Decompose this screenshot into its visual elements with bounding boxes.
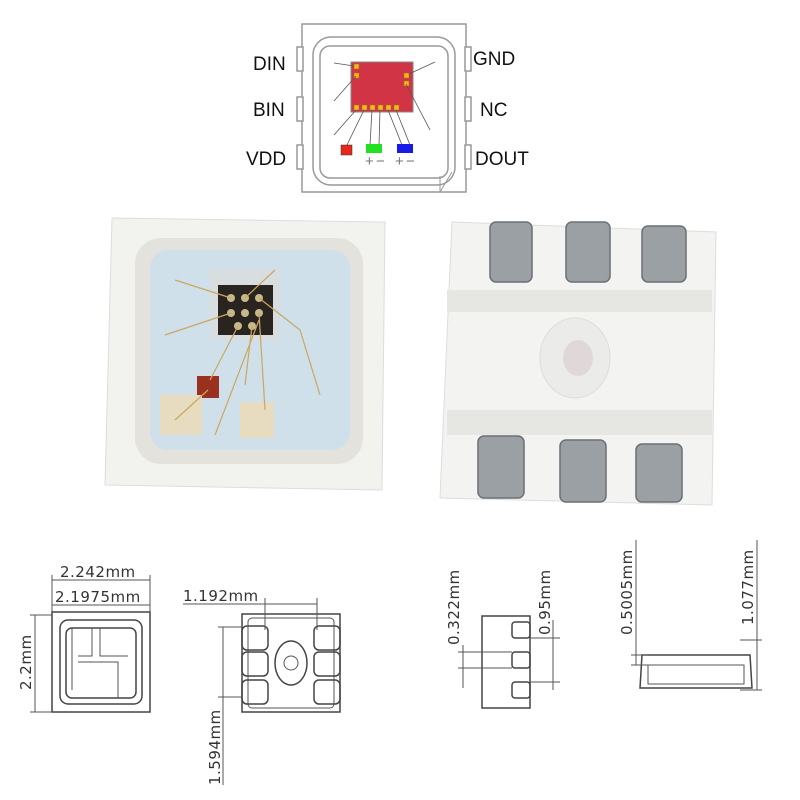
dim-inner-width: 2.1975mm [55, 588, 141, 606]
blue-led-die [397, 144, 413, 153]
chip-pads [353, 63, 410, 111]
dim-outer-width: 2.242mm [60, 563, 136, 581]
pin-label-dout: DOUT [475, 149, 529, 170]
dim-front-pad: 0.5005mm [618, 549, 636, 635]
pinout-diagram: + − + − DIN BIN VDD GND NC DOUT [246, 23, 529, 193]
bottom-view-drawing: 1.192mm 1.594mm [183, 587, 341, 785]
solder-pads [477, 221, 687, 503]
led-bottom-photo [439, 221, 717, 506]
top-view-drawing: 2.242mm 2.1975mm 2.2mm [17, 563, 151, 713]
front-view-drawing: 0.5005mm 1.077mm [618, 540, 762, 691]
dim-side-pad: 0.322mm [445, 569, 463, 645]
minus-mark: − [376, 153, 385, 170]
driver-chip [350, 61, 414, 113]
plus-mark: + [365, 153, 374, 170]
dim-side-total: 0.95mm [536, 569, 554, 635]
green-led-die [366, 144, 382, 153]
red-led-die [340, 144, 353, 156]
pin-label-nc: NC [480, 100, 507, 121]
pin-label-din: DIN [253, 54, 286, 75]
plus-mark: + [395, 153, 404, 170]
red-die [197, 376, 219, 398]
dim-front-total: 1.077mm [739, 549, 757, 625]
dim-pad-pitch: 1.192mm [183, 587, 259, 605]
led-top-photo [104, 217, 386, 491]
dim-pad-span: 1.594mm [206, 709, 224, 785]
minus-mark: − [406, 153, 415, 170]
pin-label-vdd: VDD [246, 149, 286, 170]
pin-label-bin: BIN [253, 100, 285, 121]
side-view-drawing: 0.322mm 0.95mm [445, 569, 560, 709]
dim-height: 2.2mm [17, 634, 35, 690]
pin-label-gnd: GND [473, 49, 515, 70]
